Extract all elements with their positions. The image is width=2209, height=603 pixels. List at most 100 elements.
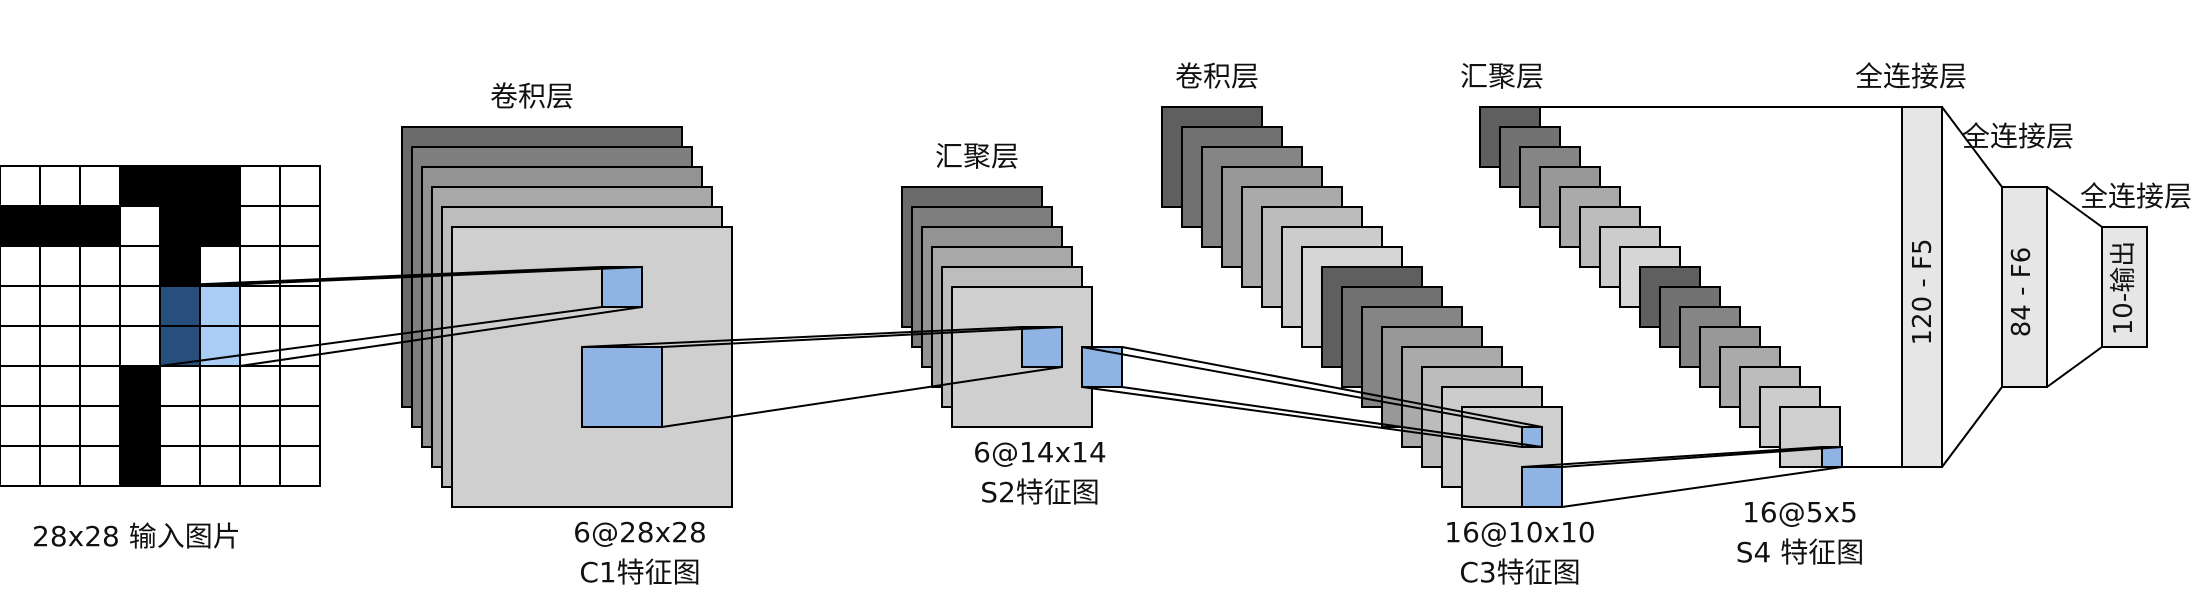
input-cell	[279, 445, 321, 487]
input-c1-connector-bottom-2	[239, 306, 643, 367]
input-cell	[199, 245, 241, 287]
s4-name-label: S4 特征图	[1736, 536, 1865, 569]
input-cell	[79, 285, 121, 327]
input-cell	[279, 405, 321, 447]
input-cell	[79, 205, 121, 247]
input-cell	[39, 205, 81, 247]
out-label: 10-输出	[2109, 241, 2139, 335]
input-cell	[0, 285, 41, 327]
s2-c3-connector-top	[1081, 346, 1523, 428]
c1-pool-kernel	[1021, 326, 1063, 368]
input-cell	[39, 325, 81, 367]
input-cell	[159, 285, 201, 327]
input-cell	[39, 165, 81, 207]
f5-f6-top-line	[1941, 106, 2003, 188]
input-cell	[239, 285, 281, 327]
input-cell	[79, 365, 121, 407]
c1-size-label: 6@28x28	[573, 516, 707, 549]
f5-label: 120 - F5	[1908, 238, 1938, 345]
c3-kernel	[1521, 466, 1563, 508]
f6-label: 84 - F6	[2007, 247, 2037, 338]
input-cell	[79, 245, 121, 287]
input-cell	[279, 165, 321, 207]
input-cell	[279, 205, 321, 247]
input-cell	[79, 325, 121, 367]
c3-size-label: 16@10x10	[1444, 516, 1595, 549]
s4-size-label: 16@5x5	[1742, 496, 1858, 529]
input-c1-connector-bottom	[159, 306, 603, 367]
c3-pool-kernel	[1821, 446, 1843, 468]
input-cell	[199, 285, 241, 327]
input-cell	[39, 285, 81, 327]
c3-name-label: C3特征图	[1459, 556, 1580, 589]
f6-out-top-line	[2046, 186, 2103, 228]
input-cell	[239, 445, 281, 487]
input-cell	[159, 205, 201, 247]
s2-conv-kernel	[1521, 426, 1543, 448]
c1-name-label: C1特征图	[579, 556, 700, 589]
s2-c3-connector-bottom	[1081, 386, 1523, 448]
input-cell	[119, 165, 161, 207]
input-cell	[199, 445, 241, 487]
c3-s4-connector-top	[1521, 446, 1823, 468]
input-cell	[0, 205, 41, 247]
c1-kernel-large	[581, 346, 663, 428]
input-cell	[239, 165, 281, 207]
s2-c3-connector-top-2	[1121, 346, 1543, 428]
input-cell	[39, 365, 81, 407]
c1-s2-connector-bottom	[661, 366, 1063, 428]
s4-title: 汇聚层	[1460, 60, 1544, 93]
input-cell	[239, 205, 281, 247]
input-image-grid	[0, 165, 321, 487]
input-cell	[239, 405, 281, 447]
c3-s4-connector-bottom	[1561, 466, 1843, 508]
input-cell	[239, 365, 281, 407]
input-cell	[279, 365, 321, 407]
fully-connected-layers	[1540, 106, 2148, 468]
input-cell	[159, 165, 201, 207]
f6-out-bottom-line	[2046, 346, 2103, 388]
input-cell	[159, 405, 201, 447]
out-title: 全连接层	[2080, 180, 2192, 213]
input-cell	[119, 445, 161, 487]
input-cell	[239, 245, 281, 287]
f5-title: 全连接层	[1855, 60, 1967, 93]
input-cell	[119, 285, 161, 327]
input-cell	[79, 445, 121, 487]
input-cell	[119, 245, 161, 287]
input-cell	[0, 365, 41, 407]
input-cell	[159, 365, 201, 407]
f6-title: 全连接层	[1962, 120, 2074, 153]
input-cell	[159, 445, 201, 487]
c1-s2-connector-top-2	[661, 326, 1063, 348]
input-cell	[119, 205, 161, 247]
input-cell	[0, 165, 41, 207]
c1-kernel-small	[601, 266, 643, 308]
f5-f6-bottom-line	[1941, 386, 2003, 468]
input-cell	[0, 245, 41, 287]
s2-c3-connector-bottom-2	[1121, 386, 1543, 448]
connection-lines	[159, 266, 1843, 508]
s4-feature-maps	[1479, 106, 1841, 468]
input-cell	[79, 165, 121, 207]
s2-name-label: S2特征图	[980, 476, 1100, 509]
f5-layer	[1901, 106, 1943, 468]
input-cell	[159, 245, 201, 287]
s2-feature-maps	[901, 186, 1093, 428]
input-cell	[119, 325, 161, 367]
c3-title: 卷积层	[1175, 60, 1259, 93]
input-cell	[119, 365, 161, 407]
input-cell	[279, 285, 321, 327]
output-layer	[2101, 226, 2148, 348]
input-c1-connector-top-2	[199, 266, 643, 287]
input-cell	[0, 325, 41, 367]
s2-title: 汇聚层	[935, 140, 1019, 173]
input-cell	[199, 165, 241, 207]
input-cell	[0, 445, 41, 487]
input-cell	[39, 405, 81, 447]
input-cell	[199, 365, 241, 407]
c1-s2-connector-top	[581, 326, 1023, 348]
c3-s4-connector-top-2	[1561, 446, 1843, 468]
input-cell	[159, 325, 201, 367]
